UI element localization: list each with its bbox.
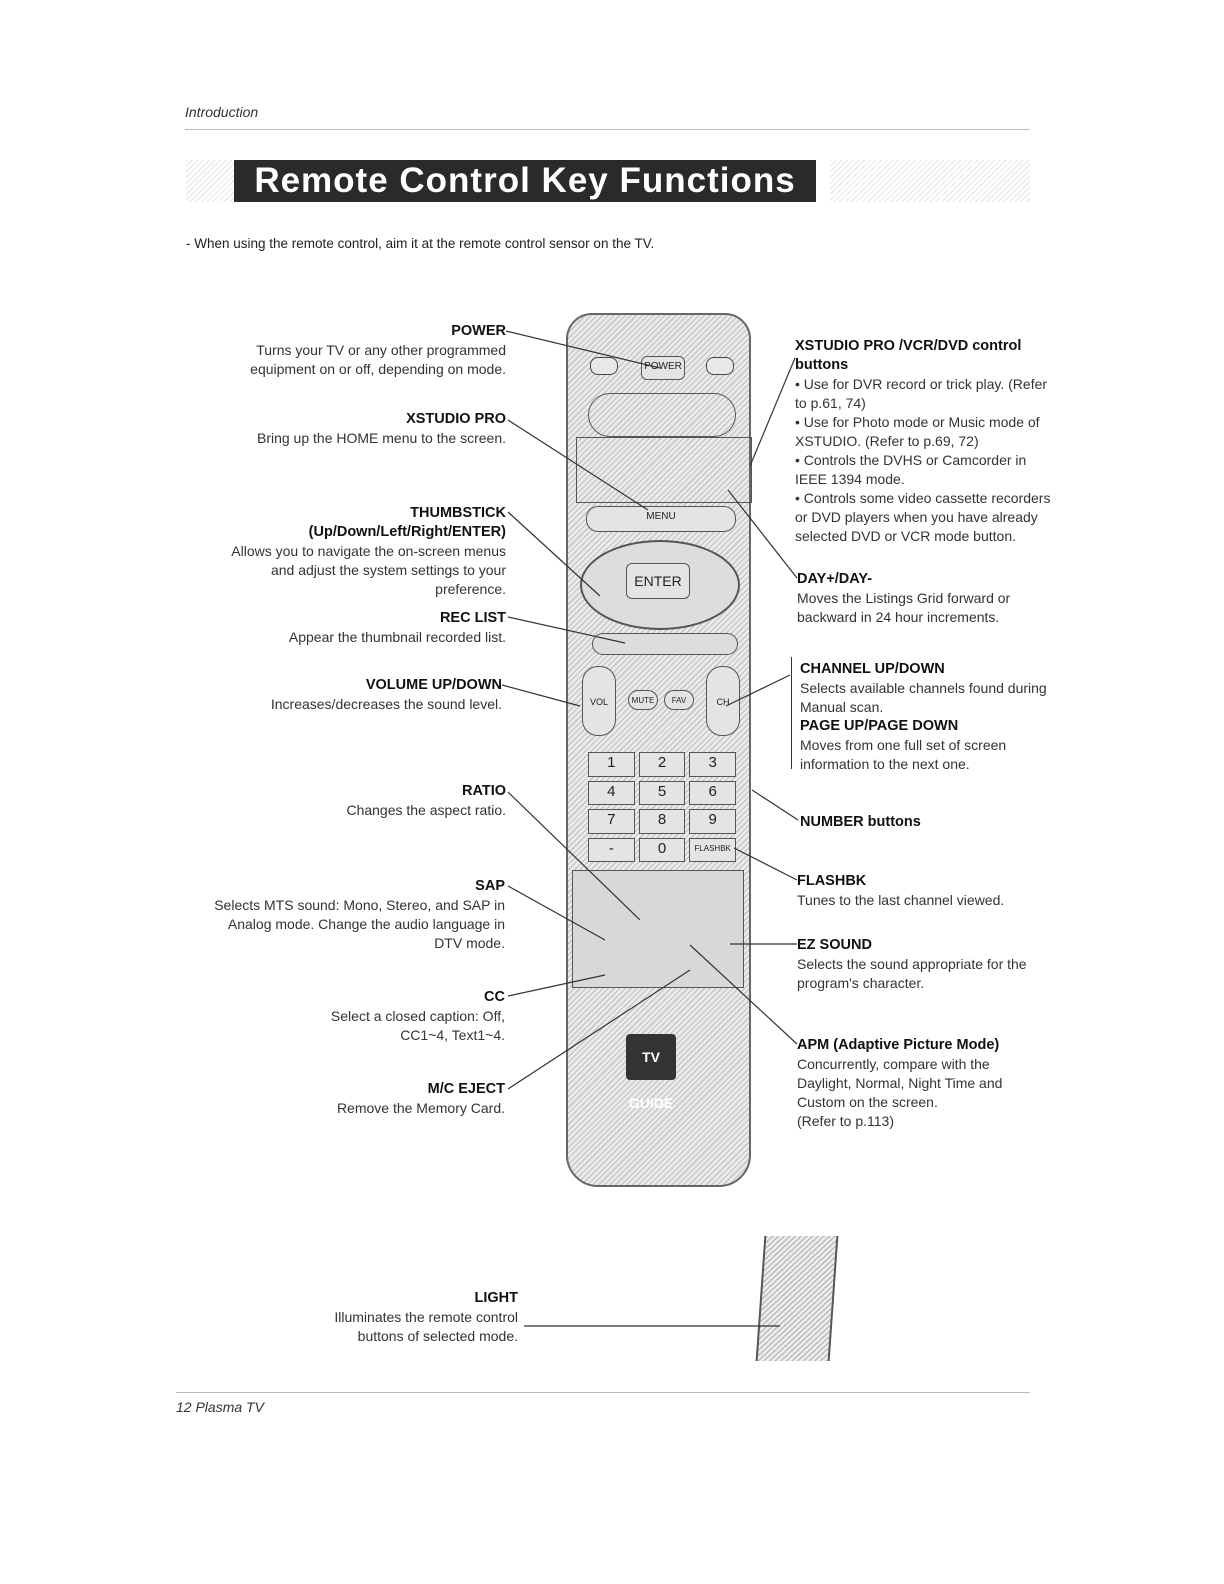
volume-rocker: VOL xyxy=(582,666,616,736)
number-key: 9 xyxy=(689,809,736,834)
number-key: 8 xyxy=(638,809,686,834)
page-footer: 12 Plasma TV xyxy=(176,1399,264,1415)
number-label: NUMBER buttons xyxy=(800,814,921,830)
cc-leader xyxy=(507,974,606,997)
number-key: 5 xyxy=(638,780,686,805)
dash-key: - xyxy=(588,837,635,862)
xstudio-leader xyxy=(507,419,649,511)
page-title: Remote Control Key Functions xyxy=(234,160,816,202)
day-label: DAY+/DAY-Moves the Listings Grid forward… xyxy=(797,571,1011,625)
number-key: 3 xyxy=(689,752,736,777)
intro-text: - When using the remote control, aim it … xyxy=(186,236,655,251)
mute-button: MUTE xyxy=(628,690,658,710)
number-leader xyxy=(751,789,799,821)
number-key: 7 xyxy=(588,809,635,834)
number-key: 6 xyxy=(689,780,736,805)
vcr-dvd-control-buttons xyxy=(576,437,752,503)
vcr-dvd-label: XSTUDIO PRO /VCR/DVD control buttons • U… xyxy=(795,338,1051,544)
day-leader xyxy=(727,489,798,579)
thumbstick-leader xyxy=(507,511,601,597)
tv-video-button xyxy=(706,357,734,375)
menu-xstudio-bar: MENU xyxy=(586,506,736,532)
ratio-leader xyxy=(507,791,641,921)
enter-button: ENTER xyxy=(626,563,690,599)
reclist-row xyxy=(592,633,738,655)
number-key: 2 xyxy=(638,752,686,777)
mode-buttons xyxy=(588,393,736,437)
volume-leader xyxy=(501,684,581,707)
number-pad: 1 2 3 4 5 6 7 8 9 - 0 FLASHBK xyxy=(588,752,736,862)
header-rule xyxy=(185,129,1030,130)
thumbstick-ring xyxy=(580,540,740,630)
vcr-leader xyxy=(749,357,796,467)
flashbk-key: FLASHBK xyxy=(689,837,736,862)
footer-rule xyxy=(176,1392,1030,1393)
apm-leader xyxy=(689,944,798,1045)
tv-guide-logo: TV GUIDE xyxy=(626,1034,676,1111)
mceject-leader xyxy=(507,969,691,1090)
number-key: 1 xyxy=(588,752,635,777)
flashbk-leader xyxy=(733,847,798,881)
channel-rocker: CH xyxy=(706,666,740,736)
thumbstick-label: THUMBSTICK (Up/Down/Left/Right/ENTER)All… xyxy=(231,505,506,597)
title-hatch-right xyxy=(830,160,1030,202)
channel-leader xyxy=(725,674,791,707)
channel-bracket xyxy=(791,657,792,769)
number-key: 4 xyxy=(588,780,635,805)
tv-input-button xyxy=(590,357,618,375)
title-hatch-left xyxy=(186,160,234,202)
apm-label: APM (Adaptive Picture Mode)Concurrently,… xyxy=(797,1037,1003,1129)
power-button: POWER xyxy=(641,356,685,380)
reclist-leader xyxy=(507,616,626,644)
power-leader xyxy=(505,330,661,369)
sap-leader xyxy=(507,885,606,941)
section-label: Introduction xyxy=(185,104,259,120)
fav-button: FAV xyxy=(664,690,694,710)
number-key: 0 xyxy=(638,837,686,862)
